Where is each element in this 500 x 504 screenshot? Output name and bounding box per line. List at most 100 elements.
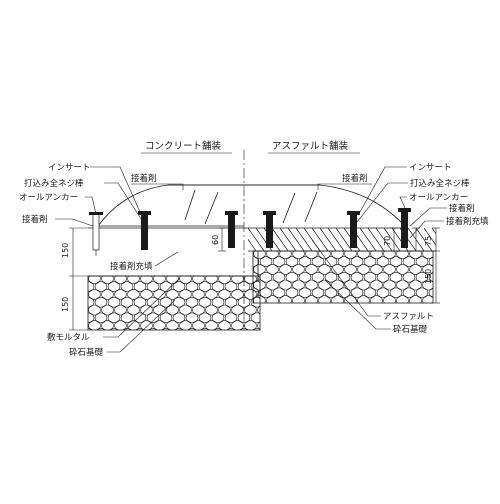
stone-cell <box>101 320 114 330</box>
stone-cell <box>161 328 171 330</box>
leader-right-adhesive-top <box>317 183 372 190</box>
stone-cell <box>101 289 114 300</box>
asphalt-hatch-line <box>448 228 464 251</box>
stone-cell <box>436 264 448 274</box>
stone-cell <box>244 289 257 300</box>
label-left-adhesive-top: 接着剤 <box>131 173 157 184</box>
stone-cell <box>285 256 299 267</box>
stone-cell <box>127 289 140 300</box>
stone-cell <box>250 312 260 324</box>
stone-cell <box>69 313 81 323</box>
label-left-crushed-stone: 砕石基礎 <box>69 347 104 358</box>
stone-cell <box>101 304 114 316</box>
stone-cell <box>218 276 231 285</box>
stone-cell <box>305 279 318 291</box>
stone-cell <box>114 276 127 285</box>
stone-cell <box>179 304 192 316</box>
label-left-insert: インサート <box>48 163 91 173</box>
stone-cell <box>127 320 140 330</box>
stone-cell <box>396 295 409 303</box>
stone-cell <box>69 266 81 276</box>
stone-cell <box>76 305 88 315</box>
asphalt-hatch-line <box>327 228 345 251</box>
label-right-adhesive-fill: 接着剤充填 <box>446 216 489 227</box>
stone-cell <box>344 279 357 291</box>
stone-cell <box>88 289 101 300</box>
stone-cell <box>140 304 153 316</box>
crushed-stone-right <box>252 250 434 304</box>
stone-cell <box>88 304 101 316</box>
stone-cell <box>253 251 256 252</box>
stone-cell <box>396 251 409 260</box>
stone-cell <box>185 312 199 324</box>
dim-left-upper: 150 <box>61 243 70 258</box>
stone-cell <box>107 281 121 292</box>
stone-cell <box>224 281 238 292</box>
stone-cell <box>205 304 218 316</box>
dimension-center <box>218 227 226 252</box>
stone-cell <box>259 287 273 299</box>
stone-cell <box>337 256 351 267</box>
stone-cell <box>324 256 338 267</box>
stone-cell <box>211 312 225 324</box>
stone-cell <box>153 320 166 330</box>
stone-cell <box>312 303 324 313</box>
stone-cell <box>140 289 153 300</box>
stone-cell <box>311 271 325 283</box>
leader-right-adhesive <box>409 207 447 227</box>
dim-right-75: 75 <box>424 236 433 246</box>
label-right-crushed-stone: 砕石基礎 <box>393 324 428 335</box>
stone-cell <box>409 251 422 260</box>
stone-cell <box>205 289 218 300</box>
stone-cell <box>94 281 108 292</box>
label-left-bedding-mortar: 敷モルタル <box>47 332 90 343</box>
stone-cell <box>239 328 249 330</box>
asphalt-hatch-line <box>287 228 305 251</box>
stone-cell <box>231 304 244 316</box>
leader-left-insert <box>90 166 141 213</box>
leader-left-all-anchor <box>85 196 97 215</box>
stone-cell <box>253 251 266 260</box>
stone-cell <box>213 328 223 330</box>
stone-cell <box>114 320 127 330</box>
dim-center: 60 <box>211 235 220 245</box>
stone-cell <box>279 295 292 303</box>
stone-cell <box>415 271 429 283</box>
leader-right-adhesive-fill <box>409 220 444 239</box>
crushed-stone-left-pattern <box>69 266 260 330</box>
title-concrete: コンクリート舗装 <box>145 140 222 152</box>
stone-cell <box>231 320 244 330</box>
stone-cell <box>331 295 344 303</box>
stone-cell <box>107 312 121 324</box>
stone-cell <box>218 289 231 300</box>
stone-cell <box>211 281 225 292</box>
label-left-adhesive-fill: 接着剤充填 <box>110 261 153 272</box>
stone-cell <box>192 320 205 330</box>
stone-cell <box>363 287 377 299</box>
stone-cell <box>436 280 448 290</box>
stone-cell <box>135 328 145 330</box>
stone-cell <box>241 264 253 274</box>
stone-cell <box>146 296 160 308</box>
stone-cell <box>179 320 192 330</box>
stone-cell <box>331 279 344 291</box>
label-right-all-anchor: オールアンカー <box>409 193 468 203</box>
stone-cell <box>318 251 331 260</box>
stone-cell <box>364 303 376 313</box>
stone-cell <box>252 328 260 330</box>
leader-right-crushed-stone <box>324 279 391 330</box>
stone-cell <box>292 251 305 260</box>
stone-cell <box>88 276 101 285</box>
stone-cell <box>370 251 383 260</box>
stone-cell <box>396 279 409 291</box>
stone-cell <box>109 328 119 330</box>
stone-cell <box>272 287 286 299</box>
stone-cell <box>114 289 127 300</box>
stone-cell <box>376 287 390 299</box>
stone-cell <box>187 328 197 330</box>
stone-cell <box>357 251 370 260</box>
stone-cell <box>370 279 383 291</box>
label-right-adhesive: 接着剤 <box>449 203 475 214</box>
stone-cell <box>69 282 81 292</box>
stone-cell <box>402 256 416 267</box>
